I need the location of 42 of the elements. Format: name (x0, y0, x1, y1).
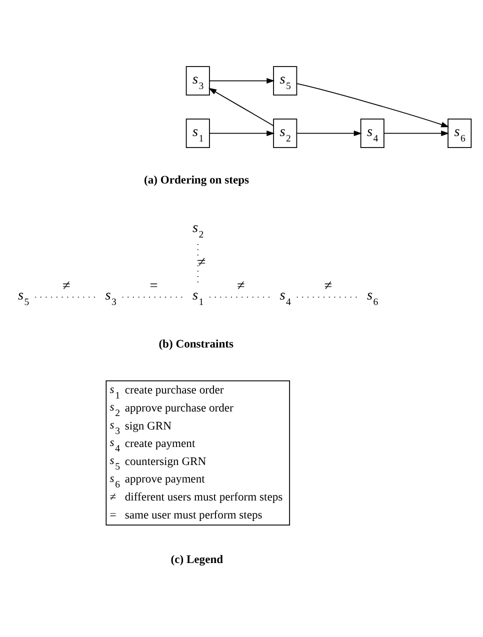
label: different users must perform steps (124, 490, 283, 504)
label: approve payment (124, 472, 205, 486)
node-box: s$_{1}$ (186, 118, 210, 148)
node-box: s$_{2}$ (273, 118, 298, 148)
node-text: s$_{4}$ (280, 288, 291, 308)
label: (b) Constraints (158, 337, 234, 350)
node-box: s$_{4}$ (360, 118, 384, 148)
label: (a) Ordering on steps (144, 174, 250, 187)
edge-label: ≠ (62, 278, 70, 294)
arrow (296, 130, 362, 136)
node-text: s$_{3}$ (105, 288, 116, 308)
label: same user must perform steps (124, 508, 262, 522)
node-text: s$_{2}$ (192, 220, 204, 240)
label: create payment (124, 437, 196, 450)
label: sign GRN (124, 419, 172, 432)
arrow (296, 83, 450, 128)
arrow (209, 130, 275, 136)
arrow (384, 130, 450, 136)
node-box: s$_{3}$ (186, 66, 210, 96)
label: s$_{4}$ (110, 436, 120, 455)
edge-label: ≠ (237, 278, 245, 294)
edge-label: ≠ (198, 254, 206, 271)
label: s$_{6}$ (110, 472, 120, 490)
arrow (209, 78, 275, 84)
label: s$_{3}$ (110, 418, 120, 437)
label: s$_{5}$ (110, 454, 120, 472)
label: ≠ (110, 490, 116, 504)
edge-label: ≠ (324, 278, 332, 294)
label: s$_{1}$ (110, 382, 120, 402)
node-box: s$_{5}$ (273, 66, 298, 96)
edge-label: = (150, 278, 158, 294)
label: approve purchase order (124, 401, 234, 414)
arrow (208, 88, 274, 126)
label: s$_{2}$ (110, 400, 120, 420)
node-box: s$_{6}$ (448, 118, 472, 148)
node-text: s$_{1}$ (192, 288, 204, 308)
node-text: s$_{5}$ (18, 288, 30, 308)
label: (c) Legend (170, 552, 224, 566)
label: = (110, 508, 116, 522)
node-text: s$_{6}$ (367, 288, 378, 308)
label: create purchase order (124, 384, 224, 397)
label: countersign GRN (124, 454, 206, 468)
